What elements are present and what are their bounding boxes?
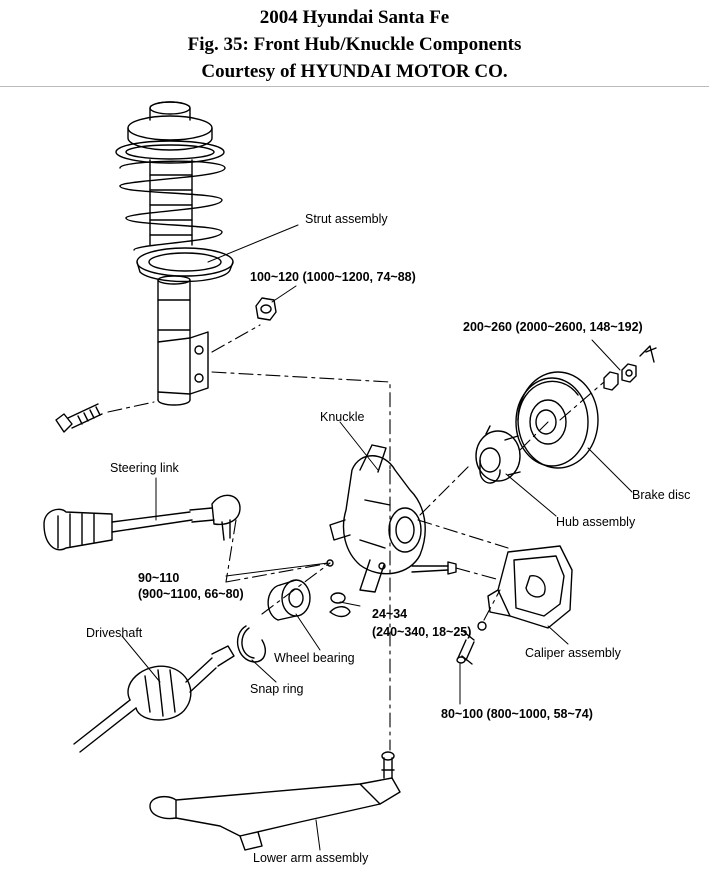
- knuckle-drawing: [329, 444, 426, 593]
- label-torque-knuckle-b: (900~1100, 66~80): [138, 587, 244, 601]
- caliper-assembly-drawing: [487, 545, 573, 629]
- label-torque-lower-arm: 80~100 (800~1000, 58~74): [441, 707, 593, 721]
- header-vehicle: 2004 Hyundai Santa Fe: [259, 7, 450, 28]
- callout-leader-lines: [121, 224, 633, 851]
- snap-ring-drawing: [236, 625, 266, 663]
- header-courtesy: Courtesy of HYUNDAI MOTOR CO.: [201, 61, 508, 82]
- strut-nut-drawing: [255, 297, 277, 321]
- label-snap-ring: Snap ring: [250, 682, 304, 696]
- label-torque-strut: 100~120 (1000~1200, 74~88): [250, 270, 416, 284]
- header-figure-title: Fig. 35: Front Hub/Knuckle Components: [187, 34, 522, 55]
- brake-disc-drawing: [515, 371, 599, 469]
- hub-nut-drawing: [603, 345, 657, 391]
- hub-assembly-drawing: [475, 425, 521, 484]
- label-wheel-bearing: Wheel bearing: [274, 651, 355, 665]
- driveshaft-drawing: [73, 645, 235, 753]
- strut-bolt-drawing: [55, 403, 103, 433]
- lower-arm-assembly-drawing: [149, 751, 401, 851]
- knuckle-hardware-drawing: [326, 559, 457, 618]
- caliper-bolt-drawing: [456, 621, 487, 665]
- figure-header: 2004 Hyundai Santa Fe Fig. 35: Front Hub…: [0, 0, 709, 88]
- strut-assembly-drawing: [115, 101, 234, 406]
- label-torque-knuckle-a: 90~110: [138, 571, 180, 585]
- label-knuckle: Knuckle: [320, 410, 365, 424]
- label-lower-arm-assembly: Lower arm assembly: [253, 851, 369, 865]
- label-torque-caliper-bolt-a: 24~34: [372, 607, 408, 621]
- label-hub-assembly: Hub assembly: [556, 515, 636, 529]
- label-driveshaft: Driveshaft: [86, 626, 143, 640]
- label-caliper-assembly: Caliper assembly: [525, 646, 621, 660]
- assembly-guide-lines: [107, 324, 605, 751]
- steering-link-drawing: [43, 494, 241, 551]
- header-divider: [0, 86, 709, 87]
- label-brake-disc: Brake disc: [632, 488, 691, 502]
- label-torque-caliper-bolt-b: (240~340, 18~25): [372, 625, 472, 639]
- wheel-bearing-drawing: [267, 579, 311, 621]
- label-torque-disc: 200~260 (2000~2600, 148~192): [463, 320, 643, 334]
- label-steering-link: Steering link: [110, 461, 179, 475]
- label-strut-assembly: Strut assembly: [305, 212, 388, 226]
